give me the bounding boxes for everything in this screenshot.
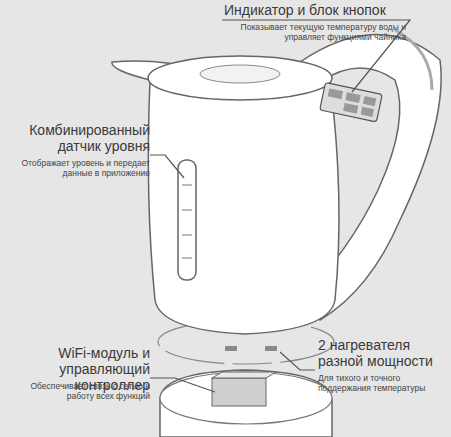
callout-note: Для тихого и точного поддержания темпера… [318,374,443,394]
kettle-lid [148,56,332,100]
level-sensor [178,160,196,280]
base-top [160,372,332,424]
heater [225,346,237,351]
leader-line [222,20,410,92]
leader-line [280,352,315,370]
leader-line [150,378,215,392]
kettle-base [160,370,332,437]
heater [265,346,277,351]
kettle-body [148,80,339,334]
sensor-tick [182,258,192,259]
callout-heading: 2 нагревателя разной мощности [318,337,443,369]
leader-line [150,155,184,178]
callout-heading: Комбинированный датчик уровня [4,122,150,154]
lid-knob [200,65,280,83]
callout-note: Отображает уровень и передает данные в п… [20,159,150,179]
callout-note: Обеспечивает связь с сетью и работу всех… [20,382,150,402]
callout-heading: Индикатор и блок кнопок [224,2,424,18]
sensor-tick [182,235,192,236]
sensor-tick [182,210,192,211]
sensor-tick [182,185,192,186]
wifi-module [212,378,266,406]
callout-note: Показывает текущую температуру воды и уп… [236,23,406,43]
button-panel [320,82,383,121]
wifi-module-top [212,372,276,378]
